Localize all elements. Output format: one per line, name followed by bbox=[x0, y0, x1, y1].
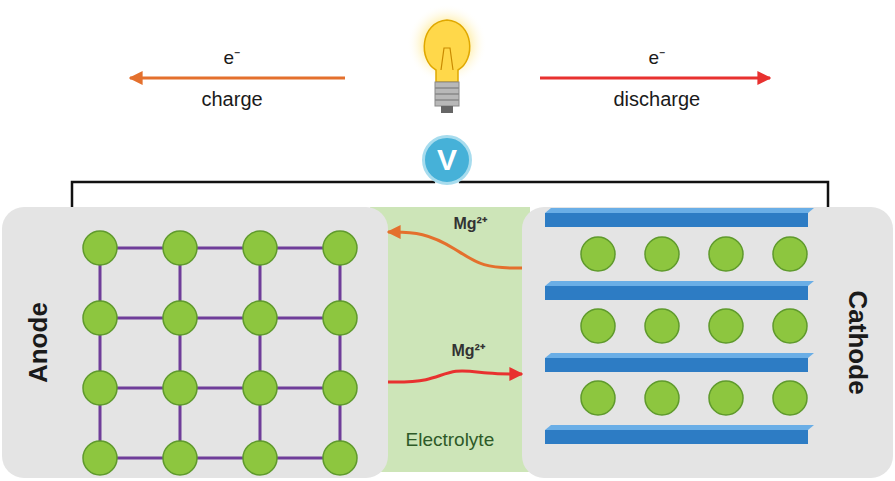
magnesium-atoms bbox=[83, 231, 357, 475]
mode-label: discharge bbox=[614, 87, 701, 111]
ion-label: Mg²⁺ bbox=[450, 341, 487, 360]
anode-lattice bbox=[100, 248, 340, 458]
text-holder: V bbox=[437, 142, 457, 178]
label-holder: e⁻ bbox=[649, 47, 666, 70]
electrolyte-region-label: Electrolyte bbox=[406, 429, 495, 452]
cathode-panel: Cathode bbox=[522, 207, 893, 478]
cathode-fill bbox=[522, 207, 893, 478]
ion-label: Mg²⁺ bbox=[452, 214, 489, 233]
intercalated-ions bbox=[581, 237, 807, 415]
electrolyte-region: Electrolyte bbox=[370, 207, 530, 472]
cathode-layers bbox=[545, 208, 814, 444]
label-holder: charge bbox=[202, 87, 263, 111]
voltmeter-circle-label: V bbox=[437, 142, 457, 178]
voltmeter-circle: V bbox=[422, 135, 472, 185]
label-holder: discharge bbox=[614, 87, 701, 111]
discharge-arrow bbox=[540, 77, 770, 80]
anode-panel: Anode bbox=[2, 207, 388, 478]
anode-fill bbox=[2, 207, 388, 478]
electrolyte-fill bbox=[370, 207, 530, 472]
cathode-panel-label: Cathode bbox=[841, 291, 872, 395]
label-holder: e⁻ bbox=[224, 47, 241, 70]
circuit-wire bbox=[72, 182, 435, 207]
circuit-wire bbox=[459, 182, 828, 207]
text-holder: Cathode bbox=[805, 327, 895, 358]
text-holder: Anode bbox=[0, 327, 78, 358]
text-holder: Electrolyte bbox=[406, 429, 495, 452]
edge-label-holder: Mg²⁺ bbox=[450, 341, 487, 360]
anode-panel-label: Anode bbox=[22, 302, 53, 383]
electron-label: e⁻ bbox=[224, 47, 241, 70]
ion-flow-arrow bbox=[388, 371, 522, 382]
charge-arrow bbox=[130, 77, 345, 80]
edge-label-holder: Mg²⁺ bbox=[452, 214, 489, 233]
light-bulb bbox=[407, 4, 487, 113]
mode-label: charge bbox=[202, 87, 263, 111]
ion-flow-arrow bbox=[388, 232, 522, 268]
electron-label: e⁻ bbox=[649, 47, 666, 70]
